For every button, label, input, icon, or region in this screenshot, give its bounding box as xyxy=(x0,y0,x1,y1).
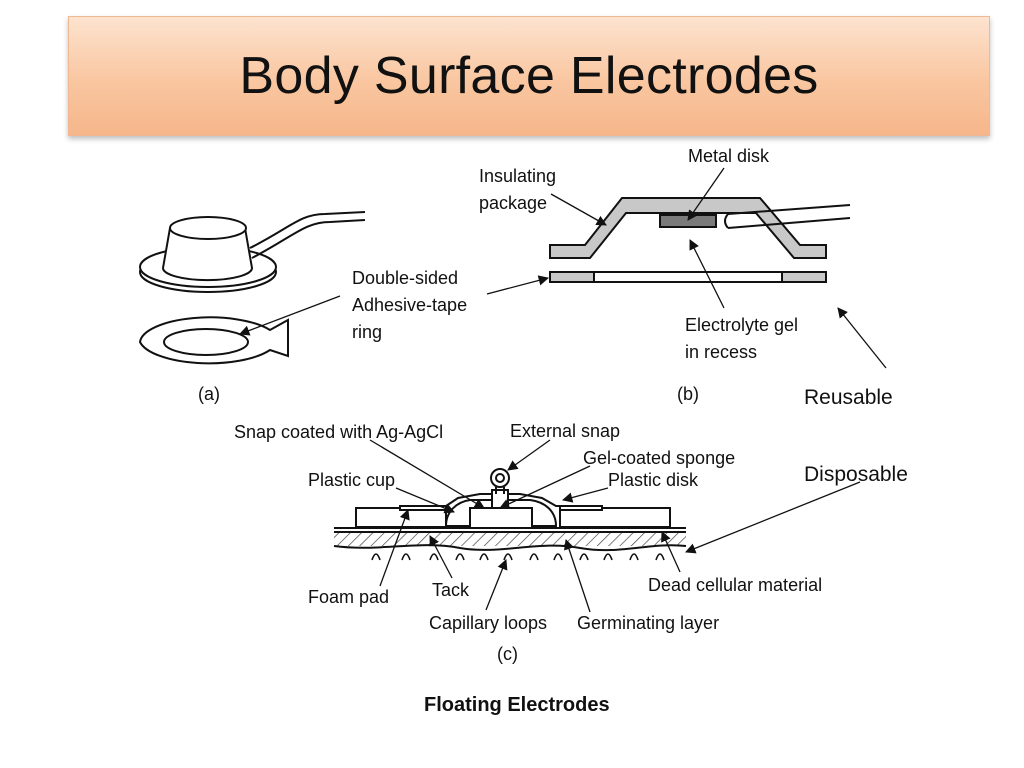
label-electrolyte-gel-2: in recess xyxy=(685,342,757,362)
title-banner: Body Surface Electrodes xyxy=(68,16,990,136)
label-electrolyte-gel-1: Electrolyte gel xyxy=(685,315,798,335)
label-insulating-package-1: Insulating xyxy=(479,166,556,186)
caption-c: (c) xyxy=(497,644,518,664)
label-dead-cellular: Dead cellular material xyxy=(648,575,822,595)
electrode-b xyxy=(549,197,851,283)
electrode-a xyxy=(138,211,366,365)
label-adhesive-ring-1: Double-sided xyxy=(352,268,458,288)
leader-lines xyxy=(239,167,887,613)
label-reusable: Reusable xyxy=(804,386,893,409)
label-adhesive-ring-2: Adhesive-tape xyxy=(352,295,467,315)
label-plastic-disk: Plastic disk xyxy=(608,470,699,490)
label-tack: Tack xyxy=(432,580,470,600)
label-adhesive-ring-3: ring xyxy=(352,322,382,342)
label-insulating-package-2: package xyxy=(479,193,547,213)
caption-a: (a) xyxy=(198,384,220,404)
label-capillary-loops: Capillary loops xyxy=(429,613,547,633)
footer-caption: Floating Electrodes xyxy=(424,694,610,716)
label-metal-disk: Metal disk xyxy=(688,146,770,166)
label-foam-pad: Foam pad xyxy=(308,587,389,607)
label-disposable: Disposable xyxy=(804,463,908,486)
label-gel-sponge: Gel-coated sponge xyxy=(583,448,735,468)
label-snap-coated: Snap coated with Ag-AgCl xyxy=(234,422,443,442)
label-plastic-cup: Plastic cup xyxy=(308,470,395,490)
label-germinating-layer: Germinating layer xyxy=(577,613,719,633)
slide-title: Body Surface Electrodes xyxy=(239,47,819,105)
label-external-snap: External snap xyxy=(510,421,620,441)
caption-b: (b) xyxy=(677,384,699,404)
